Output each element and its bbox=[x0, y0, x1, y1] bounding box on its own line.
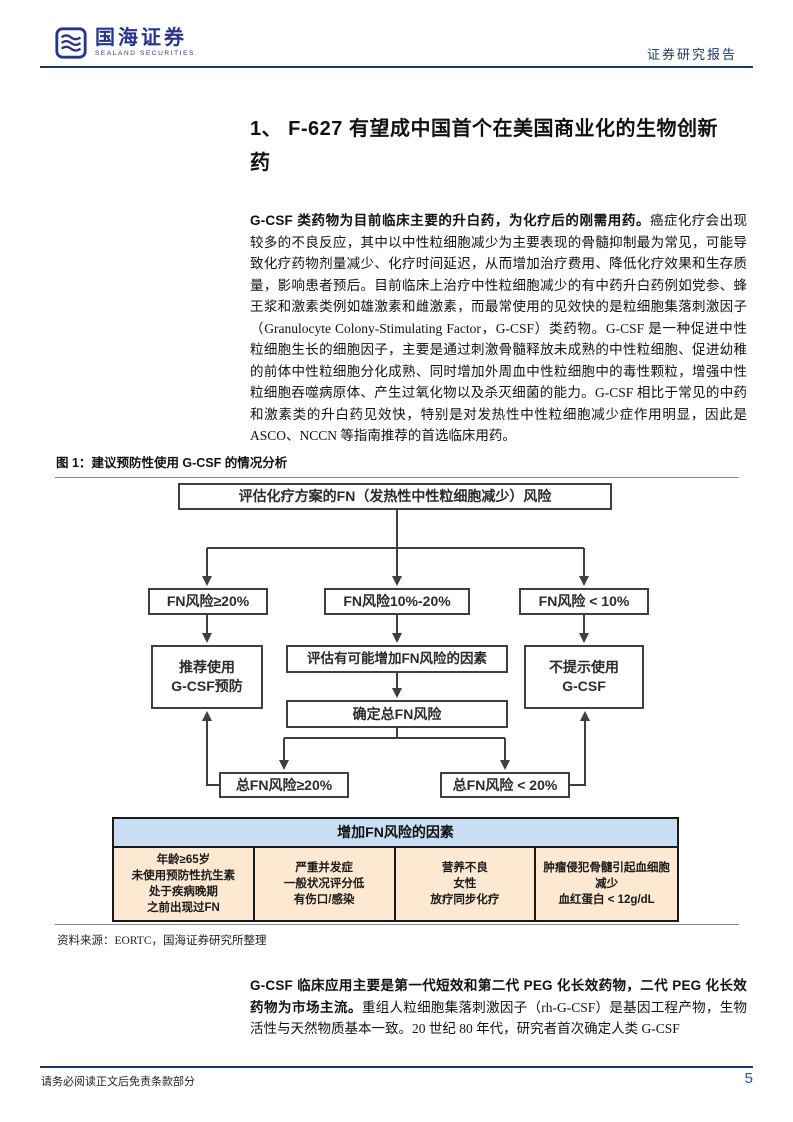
figure-bottom-rule bbox=[55, 924, 739, 925]
figure-source: 资料来源：EORTC，国海证券研究所整理 bbox=[57, 935, 267, 947]
risk-table-body: 年龄≥65岁 未使用预防性抗生素 处于疾病晚期 之前出现过FN 严重并发症 一般… bbox=[114, 848, 677, 920]
flow-node-risk-mid: FN风险10%-20% bbox=[324, 588, 470, 615]
flow-node-no-gcsf: 不提示使用 G-CSF bbox=[524, 645, 644, 709]
flow-node-risk-low: FN风险 < 10% bbox=[519, 588, 649, 615]
footer-disclaimer: 请务必阅读正文后免责条款部分 bbox=[41, 1076, 195, 1088]
fn-risk-flowchart: 评估化疗方案的FN（发热性中性粒细胞减少）风险 FN风险≥20% FN风险10%… bbox=[47, 480, 747, 812]
risk-table-cell-marrow: 肿瘤侵犯骨髓引起血细胞减少 血红蛋白 < 12g/dL bbox=[536, 848, 677, 920]
brand-logo: 国海证券 SEALAND SECURITIES bbox=[54, 26, 195, 60]
paragraph-1-text: 癌症化疗会出现较多的不良反应，其中以中性粒细胞减少为主要表现的骨髓抑制最为常见，… bbox=[250, 213, 747, 443]
risk-table-cell-complication: 严重并发症 一般状况评分低 有伤口/感染 bbox=[254, 848, 396, 920]
paragraph-1-lead-bold: G-CSF 类药物为目前临床主要的升白药，为化疗后的刚需用药。 bbox=[250, 213, 651, 228]
figure-caption-text: 建议预防性使用 G-CSF 的情况分析 bbox=[91, 456, 288, 470]
flow-node-total-risk-high: 总FN风险≥20% bbox=[219, 772, 349, 798]
brand-text: 国海证券 SEALAND SECURITIES bbox=[95, 28, 195, 58]
paragraph-2-text: 重组人粒细胞集落刺激因子（rh-G-CSF）是基因工程产物，生物活性与天然物质基… bbox=[250, 999, 747, 1037]
body-paragraph-2: G-CSF 临床应用主要是第一代短效和第二代 PEG 化长效药物，二代 PEG … bbox=[250, 975, 747, 1040]
sealand-logo-icon bbox=[55, 27, 87, 59]
body-paragraph-1: G-CSF 类药物为目前临床主要的升白药，为化疗后的刚需用药。癌症化疗会出现较多… bbox=[250, 210, 747, 447]
flow-node-total-risk-low: 总FN风险 < 20% bbox=[440, 772, 570, 798]
section-title: 1、 F-627 有望成中国首个在美国商业化的生物创新 药 bbox=[250, 118, 718, 174]
flow-node-recommend-gcsf: 推荐使用 G-CSF预防 bbox=[151, 645, 263, 709]
figure-top-rule bbox=[55, 477, 739, 478]
risk-table-cell-nutrition: 营养不良 女性 放疗同步化疗 bbox=[395, 848, 537, 920]
brand-name-cn: 国海证券 bbox=[95, 27, 187, 50]
page-number: 5 bbox=[744, 1070, 753, 1087]
report-type-label: 证券研究报告 bbox=[646, 47, 737, 62]
flow-node-evaluate-factors: 评估有可能增加FN风险的因素 bbox=[286, 645, 508, 673]
flow-node-assess-fn-risk: 评估化疗方案的FN（发热性中性粒细胞减少）风险 bbox=[178, 483, 612, 510]
risk-table-cell-age: 年龄≥65岁 未使用预防性抗生素 处于疾病晚期 之前出现过FN bbox=[114, 848, 255, 920]
flowchart-connectors bbox=[202, 510, 590, 786]
brand-name-en: SEALAND SECURITIES bbox=[95, 50, 195, 58]
risk-table-header: 增加FN风险的因素 bbox=[114, 819, 677, 848]
flow-node-risk-high: FN风险≥20% bbox=[148, 588, 268, 615]
figure-caption: 图 1：建议预防性使用 G-CSF 的情况分析 bbox=[56, 452, 287, 471]
footer-rule bbox=[40, 1066, 753, 1068]
paragraph-2-lead-bold: G-CSF 临床应用主要是第一代短效和第二代 PEG 化长效药物，二代 PEG … bbox=[250, 978, 747, 1015]
fn-risk-factor-table: 增加FN风险的因素 年龄≥65岁 未使用预防性抗生素 处于疾病晚期 之前出现过F… bbox=[112, 817, 679, 922]
flow-node-confirm-total-risk: 确定总FN风险 bbox=[286, 700, 508, 728]
page-header: 国海证券 SEALAND SECURITIES 证券研究报告 bbox=[40, 24, 753, 68]
figure-caption-label: 图 1： bbox=[56, 456, 92, 470]
